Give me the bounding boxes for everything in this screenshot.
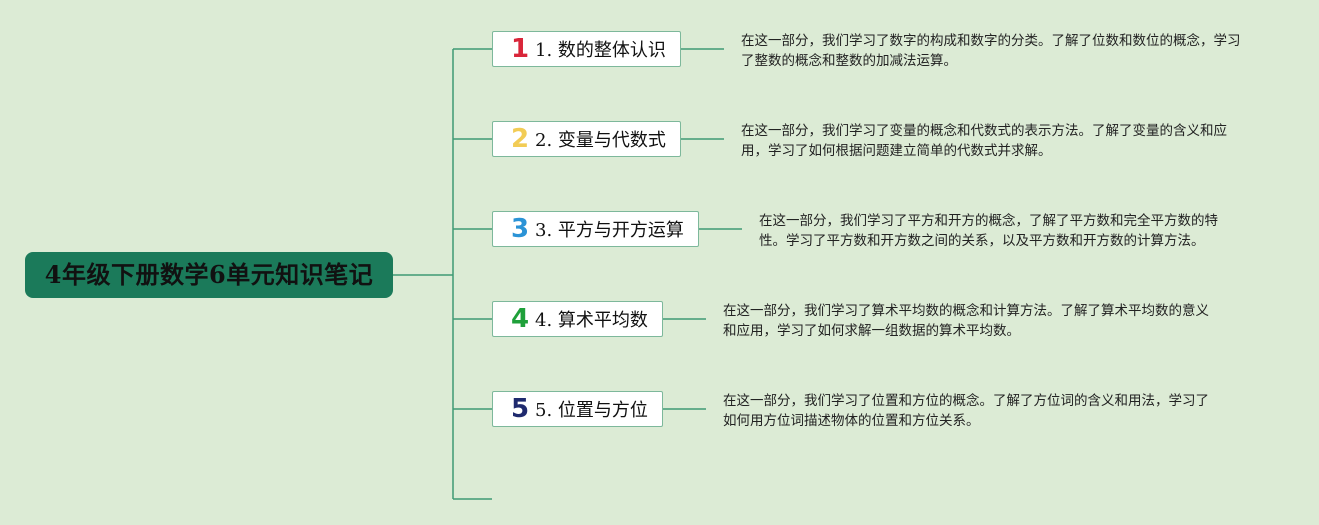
topic-label-4: 4. 算术平均数	[535, 310, 648, 331]
topic-node-1[interactable]: 1 1. 数的整体认识	[492, 31, 681, 67]
topic-label-1: 1. 数的整体认识	[535, 40, 666, 61]
topic-node-2[interactable]: 2 2. 变量与代数式	[492, 121, 681, 157]
number-5-icon: 5	[511, 394, 530, 424]
topic-node-4[interactable]: 4 4. 算术平均数	[492, 301, 663, 337]
topic-description-4: 在这一部分，我们学习了算术平均数的概念和计算方法。了解了算术平均数的意义和应用，…	[723, 303, 1209, 339]
number-4-icon: 4	[511, 304, 530, 334]
topic-label-3: 3. 平方与开方运算	[535, 220, 684, 241]
number-3-icon: 3	[511, 214, 530, 244]
root-topic[interactable]: 4年级下册数学6单元知识笔记	[25, 252, 393, 298]
topic-description-3: 在这一部分，我们学习了平方和开方的概念，了解了平方数和完全平方数的特性。学习了平…	[759, 213, 1218, 249]
topic-label-2: 2. 变量与代数式	[535, 130, 666, 151]
topic-label-5: 5. 位置与方位	[535, 400, 648, 421]
number-1-icon: 1	[511, 34, 530, 64]
topic-description-2: 在这一部分，我们学习了变量的概念和代数式的表示方法。了解了变量的含义和应用，学习…	[741, 123, 1227, 159]
number-2-icon: 2	[511, 124, 530, 154]
topic-description-5: 在这一部分，我们学习了位置和方位的概念。了解了方位词的含义和用法，学习了如何用方…	[723, 393, 1209, 429]
topic-node-3[interactable]: 3 3. 平方与开方运算	[492, 211, 699, 247]
topic-node-5[interactable]: 5 5. 位置与方位	[492, 391, 663, 427]
topic-description-1: 在这一部分，我们学习了数字的构成和数字的分类。了解了位数和数位的概念，学习了整数…	[741, 33, 1241, 69]
